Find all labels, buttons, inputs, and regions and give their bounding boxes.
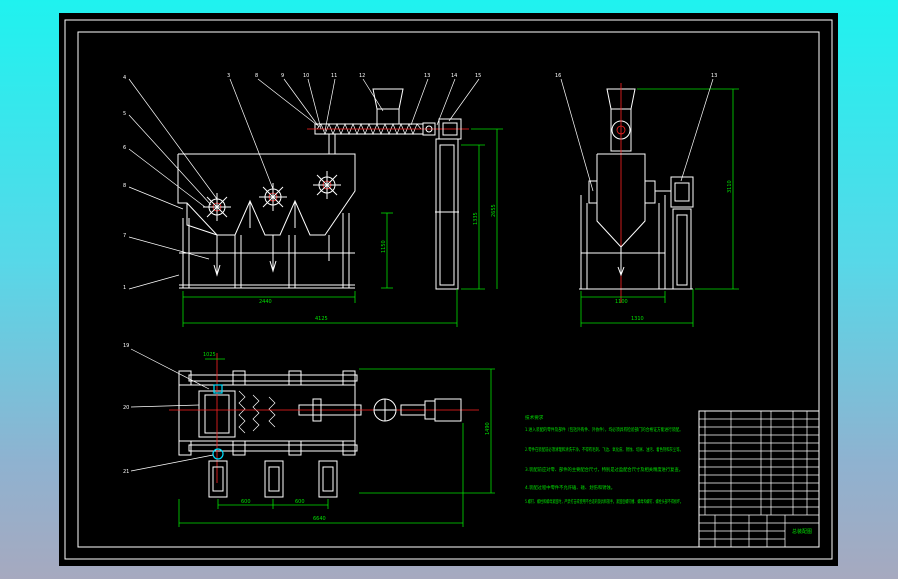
dim-2655: 2655 [491, 204, 497, 217]
leader-13-side: 13 [711, 73, 717, 79]
leader-1: 1 [123, 285, 126, 291]
leader-10: 10 [303, 73, 309, 79]
dim-1335: 1335 [473, 212, 479, 225]
top-view-dimensions: 6640 1025 600 600 1490 19 20 21 [123, 343, 495, 527]
tech-req-item-1: 1.进入装配的零件及部件（包括外购件、外协件），均必须具有检验部门的合格证方能进… [525, 426, 683, 433]
front-view-dimensions: 2440 4125 1150 1335 2655 [182, 128, 503, 327]
leader-16: 16 [555, 73, 561, 79]
dim-4125: 4125 [315, 316, 328, 322]
side-view [579, 83, 694, 303]
leader-15: 15 [475, 73, 481, 79]
drawing-title: 总装配图 [792, 528, 812, 535]
leader-8-top: 8 [255, 73, 258, 79]
highlight-top [213, 384, 223, 394]
dim-2440: 2440 [259, 299, 272, 305]
front-view-leaders: 4 5 6 8 7 1 3 8 9 10 11 12 13 14 15 [123, 73, 481, 291]
dim-1025: 1025 [203, 352, 216, 358]
leader-8: 8 [123, 183, 126, 189]
cad-drawing: 2440 4125 1150 1335 2655 4 5 6 8 7 1 [64, 19, 833, 560]
tech-req-item-4: 4.装配过程中零件不允许磕、碰、划伤和锈蚀。 [525, 484, 615, 491]
tech-req-item-2: 2.零件在装配前必须清理和清洗干净，不得有毛刺、飞边、氧化皮、锈蚀、切屑、油污、… [525, 446, 683, 453]
inner-frame [77, 31, 820, 548]
leader-13: 13 [424, 73, 430, 79]
leader-11: 11 [331, 73, 337, 79]
dim-600-b: 600 [295, 499, 305, 505]
dim-6640: 6640 [313, 516, 326, 522]
outer-frame [64, 19, 833, 560]
leader-3: 3 [227, 73, 230, 79]
leader-19: 19 [123, 343, 129, 349]
dim-1310: 1310 [631, 316, 644, 322]
tech-req-item-3: 3.装配前应对零、部件的主要配合尺寸，特别是过盈配合尺寸及相关精度进行复查。 [525, 466, 683, 473]
dim-3110: 3110 [727, 180, 733, 193]
title-block: 总装配图 [698, 410, 820, 548]
side-view-dimensions: 1100 1310 3110 16 13 [555, 73, 739, 327]
front-view [177, 88, 469, 290]
leader-14: 14 [451, 73, 457, 79]
leader-4: 4 [123, 75, 126, 81]
drawing-sheet: 2440 4125 1150 1335 2655 4 5 6 8 7 1 [59, 13, 838, 566]
leader-9: 9 [281, 73, 284, 79]
technical-requirements: 技术要求 1.进入装配的零件及部件（包括外购件、外协件），均必须具有检验部门的合… [525, 414, 683, 505]
dim-600-a: 600 [241, 499, 251, 505]
dim-1150: 1150 [381, 240, 387, 253]
leader-7: 7 [123, 233, 126, 239]
leader-6: 6 [123, 145, 126, 151]
tech-req-item-5: 5.螺钉、螺栓和螺母紧固时，严禁打击或使用不合适的旋具和扳手。紧固后螺钉槽、螺母… [525, 498, 683, 505]
dim-1490: 1490 [485, 422, 491, 435]
leader-21: 21 [123, 469, 129, 475]
tech-req-heading: 技术要求 [525, 414, 544, 421]
highlight-bottom [212, 448, 224, 460]
dim-1100: 1100 [615, 299, 628, 305]
top-view [169, 353, 479, 498]
leader-5: 5 [123, 111, 126, 117]
leader-12: 12 [359, 73, 365, 79]
leader-20: 20 [123, 405, 129, 411]
